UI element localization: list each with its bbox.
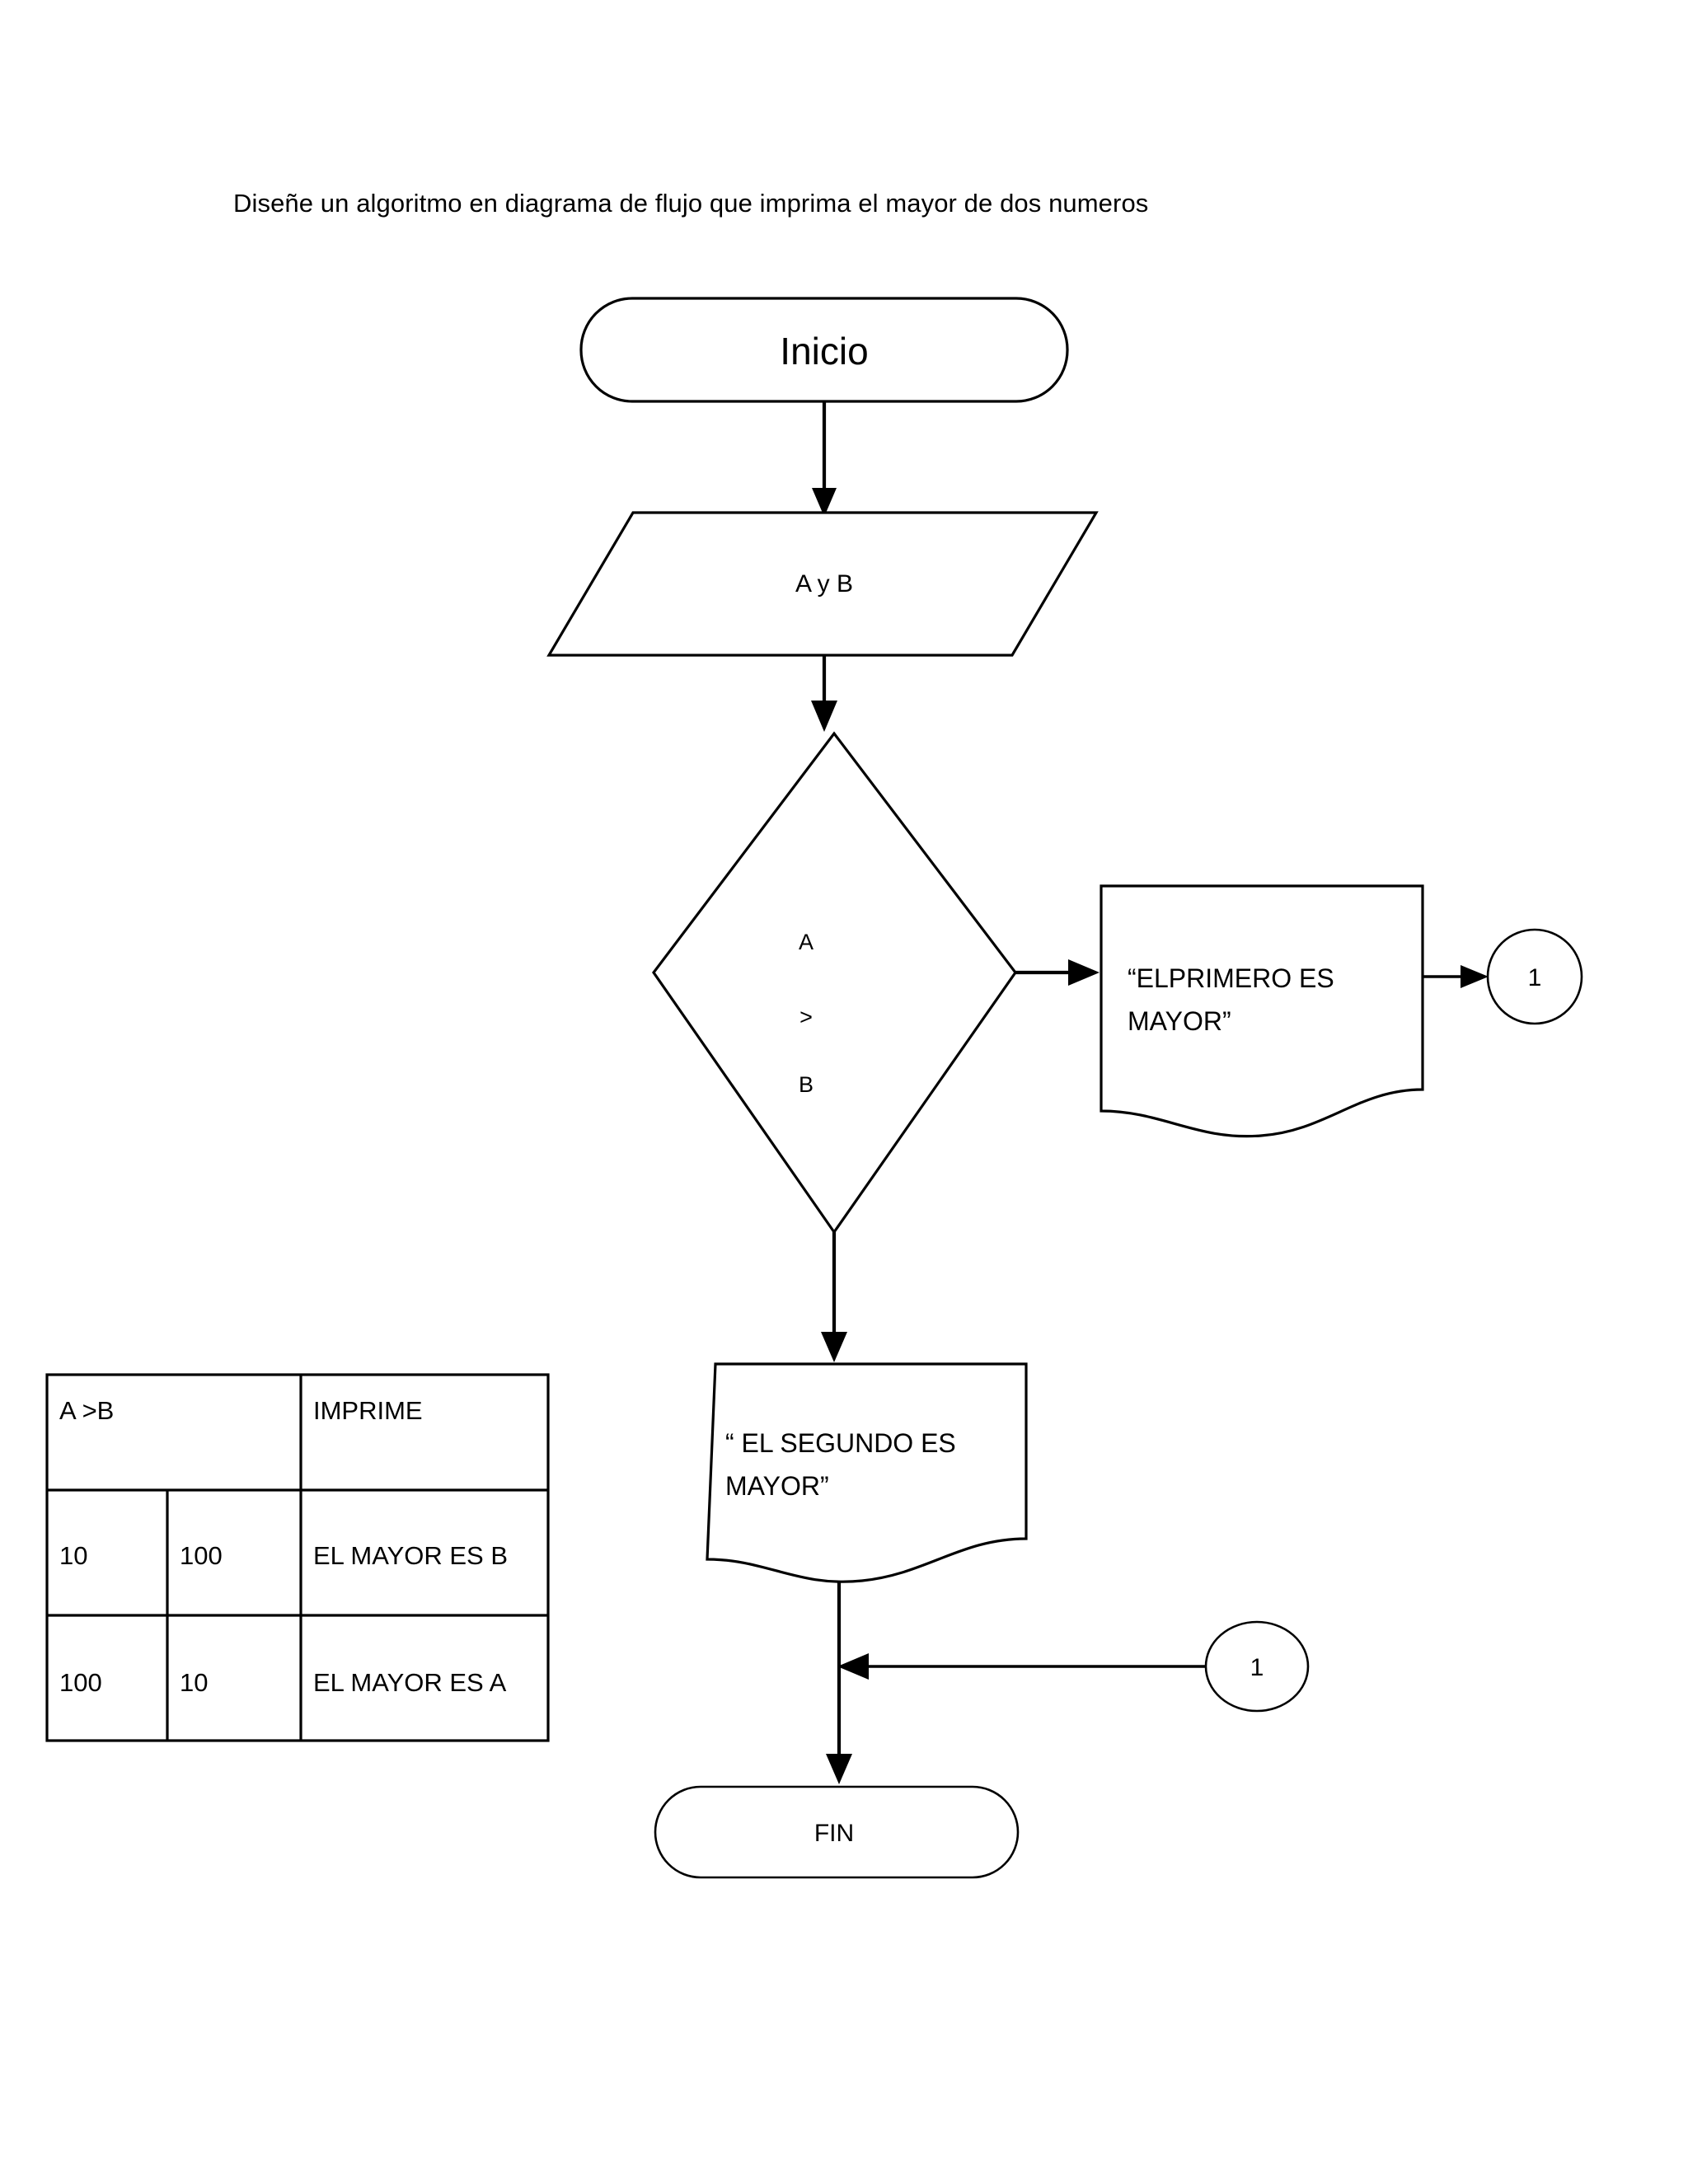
edge-output-true-to-connector (1423, 965, 1489, 988)
arrow-head-icon (811, 701, 837, 732)
edge-decision-to-output-true (1015, 959, 1100, 986)
edge-connector-in-to-fin-line (837, 1653, 1210, 1680)
node-input-ayb[interactable]: A y B (546, 511, 1099, 657)
arrow-head-icon (812, 488, 837, 517)
node-connector-out[interactable]: 1 (1486, 928, 1583, 1025)
output-primero-label-line1: “ELPRIMERO ES (1128, 963, 1334, 993)
decision-diamond-shape (652, 731, 1017, 1235)
arrow-head-icon (826, 1754, 852, 1784)
connector-out-circle-shape (1486, 928, 1583, 1025)
fin-shape (654, 1785, 1020, 1879)
table-cell-imprime: EL MAYOR ES B (313, 1541, 508, 1570)
output-primero-document-shape (1100, 884, 1424, 1138)
node-decision-a-gt-b[interactable]: A > B (652, 731, 1017, 1235)
decision-label-line2: > (799, 1005, 813, 1029)
table-row: 100 10 EL MAYOR ES A (59, 1668, 507, 1697)
connector-in-circle-shape (1204, 1620, 1310, 1713)
table-cell-b: 10 (180, 1668, 208, 1697)
table-cell-a: 100 (59, 1668, 102, 1697)
table-header-row: A >B IMPRIME (59, 1396, 423, 1425)
arrow-head-icon (837, 1653, 869, 1680)
node-output-primero[interactable]: “ELPRIMERO ES MAYOR” (1100, 884, 1424, 1138)
decision-label-line1: A (799, 930, 814, 954)
edge-decision-to-output-false (821, 1232, 847, 1362)
connector-out-label: 1 (1528, 964, 1542, 991)
arrow-head-icon (1461, 965, 1489, 988)
node-connector-in[interactable]: 1 (1204, 1620, 1310, 1713)
output-segundo-label-line1: “ EL SEGUNDO ES (725, 1428, 956, 1458)
table-cell-b: 100 (180, 1541, 223, 1570)
decision-label-line3: B (799, 1072, 814, 1097)
arrow-head-icon (1068, 959, 1100, 986)
edge-inicio-to-input (812, 401, 837, 517)
edge-input-to-decision (811, 655, 837, 732)
connector-in-label: 1 (1250, 1654, 1264, 1681)
table-cell-a: 10 (59, 1541, 87, 1570)
table-row: 10 100 EL MAYOR ES B (59, 1541, 508, 1570)
table-header-condition: A >B (59, 1396, 114, 1425)
table-header-imprime: IMPRIME (313, 1396, 423, 1425)
output-segundo-label-line2: MAYOR” (725, 1471, 829, 1501)
input-label: A y B (795, 570, 853, 598)
trace-table[interactable]: A >B IMPRIME 10 100 EL MAYOR ES B 100 10… (45, 1373, 550, 1742)
arrow-head-icon (821, 1332, 847, 1362)
inicio-label: Inicio (780, 330, 868, 373)
output-primero-label-line2: MAYOR” (1128, 1006, 1231, 1036)
node-fin[interactable]: FIN (654, 1785, 1020, 1879)
table-cell-imprime: EL MAYOR ES A (313, 1668, 507, 1697)
input-parallelogram-shape (546, 511, 1099, 657)
output-segundo-document-shape (706, 1362, 1028, 1583)
node-inicio[interactable]: Inicio (579, 297, 1069, 403)
fin-label: FIN (814, 1820, 854, 1847)
node-output-segundo[interactable]: “ EL SEGUNDO ES MAYOR” (706, 1362, 1028, 1583)
exercise-prompt: Diseñe un algoritmo en diagrama de flujo… (233, 189, 1149, 218)
edge-output-false-to-fin (826, 1581, 852, 1784)
